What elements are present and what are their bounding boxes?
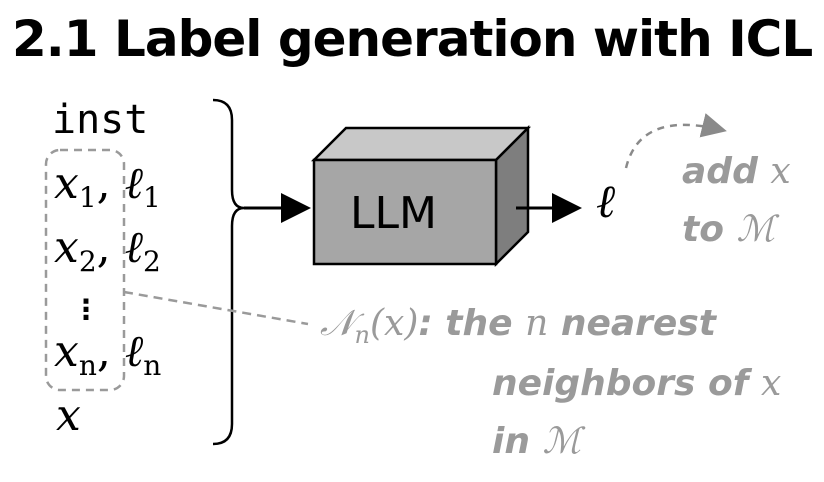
neighbors-n: n xyxy=(525,303,549,344)
example-2: x2, ℓ2 xyxy=(54,222,161,278)
llm-box xyxy=(310,124,532,268)
example-n-input-subscript: n xyxy=(78,349,97,382)
memory-note-to: to xyxy=(682,209,724,250)
example-2-input: x xyxy=(54,222,79,273)
neighbors-note-line-1: 𝒩n(x): the n nearest xyxy=(320,303,716,350)
neighbors-x: x xyxy=(760,363,782,404)
neighbors-note-line-3: in ℳ xyxy=(492,424,581,460)
query-input: x xyxy=(56,390,81,441)
neighbors-text-in: in xyxy=(492,421,530,462)
neighbors-memory: ℳ xyxy=(542,421,582,462)
neighbors-symbol: 𝒩 xyxy=(320,303,355,344)
example-n-label-subscript: n xyxy=(143,349,162,382)
example-2-label: ℓ xyxy=(124,222,143,273)
examples-group-box xyxy=(44,148,126,392)
example-n-input: x xyxy=(54,326,79,377)
instruction-token: inst xyxy=(52,97,149,143)
example-2-input-subscript: 2 xyxy=(78,245,97,278)
example-n-label: ℓ xyxy=(124,326,144,377)
memory-note-add: add xyxy=(682,151,758,192)
example-n: xn, ℓn xyxy=(54,326,162,382)
memory-note-line-2: to ℳ xyxy=(682,212,775,248)
example-1-input-subscript: 1 xyxy=(78,181,97,214)
example-2-label-subscript: 2 xyxy=(142,245,161,278)
memory-note-line-1: add x xyxy=(682,154,791,190)
example-1-label: ℓ xyxy=(124,158,143,209)
neighbors-leader-line xyxy=(123,290,309,326)
llm-label: LLM xyxy=(350,188,437,239)
neighbors-arg: (x) xyxy=(369,303,419,344)
example-1-input: x xyxy=(54,158,79,209)
memory-note-x: x xyxy=(770,151,791,192)
prompt-brace xyxy=(212,98,245,446)
example-1-label-subscript: 1 xyxy=(142,181,161,214)
neighbors-note-line-2: neighbors of x xyxy=(492,366,781,402)
neighbors-text-the: : the xyxy=(418,303,513,344)
neighbors-text-of: neighbors of xyxy=(492,363,749,404)
page-title: 2.1 Label generation with ICL xyxy=(12,10,813,68)
memory-note-memory: ℳ xyxy=(736,209,776,250)
neighbors-text-nearest: nearest xyxy=(560,303,716,344)
output-label: ℓ xyxy=(596,174,616,228)
example-1: x1, ℓ1 xyxy=(54,158,161,214)
neighbors-symbol-subscript: n xyxy=(354,321,370,350)
examples-ellipsis: ⋮ xyxy=(72,293,100,326)
